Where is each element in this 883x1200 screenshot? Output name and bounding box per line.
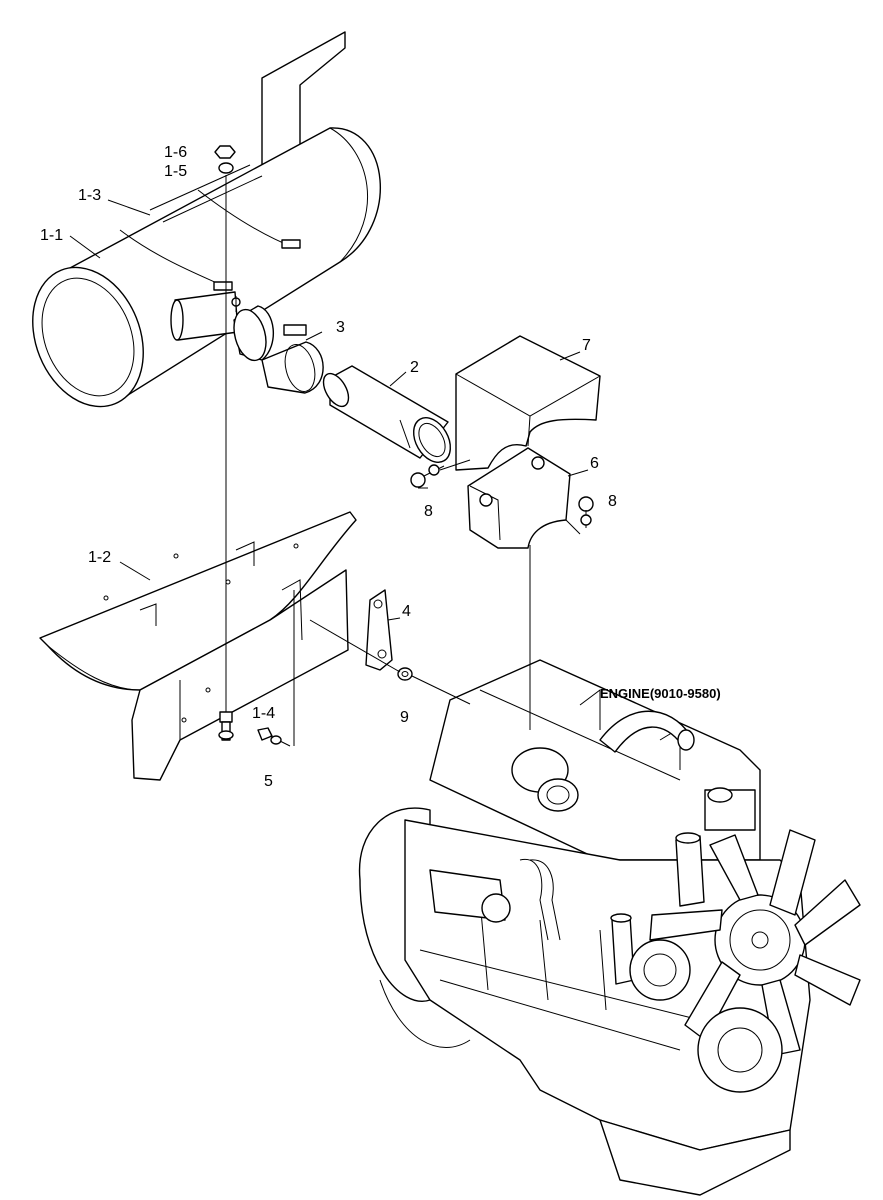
label-part-8-right: 8 <box>608 493 617 510</box>
label-part-1-2: 1-2 <box>88 549 111 566</box>
washer-part-9 <box>397 667 413 681</box>
bolt-part-1-4 <box>218 711 234 741</box>
leader-lines <box>69 175 589 746</box>
part-labels: 1-6 1-5 1-3 1-1 3 7 2 6 8 8 1-2 4 ENGINE… <box>40 144 721 790</box>
bolt-part-8-right <box>578 496 594 528</box>
label-part-1-4: 1-4 <box>252 705 275 722</box>
engine-assembly <box>358 659 861 1196</box>
washer-part-1-5 <box>218 162 234 174</box>
bolt-part-8-left <box>410 464 445 488</box>
label-part-1-3: 1-3 <box>78 187 101 204</box>
clamp-part-3 <box>231 297 324 394</box>
label-part-4: 4 <box>402 603 411 620</box>
label-part-1-1: 1-1 <box>40 227 63 244</box>
label-part-1-6: 1-6 <box>164 144 187 161</box>
label-part-7: 7 <box>582 337 591 354</box>
bracket-part-4 <box>365 589 393 671</box>
label-part-2: 2 <box>410 359 419 376</box>
label-part-8-left: 8 <box>424 503 433 520</box>
bolt-part-5 <box>257 727 291 747</box>
muffler-assembly <box>32 31 381 408</box>
label-part-5: 5 <box>264 773 273 790</box>
bracket-part-6 <box>467 447 581 549</box>
heat-shield-part-7 <box>455 335 601 471</box>
label-engine: ENGINE(9010-9580) <box>600 686 721 701</box>
pipe-part-2 <box>322 365 452 463</box>
label-part-6: 6 <box>590 455 599 472</box>
label-part-1-5: 1-5 <box>164 163 187 180</box>
label-part-3: 3 <box>336 319 345 336</box>
label-part-9: 9 <box>400 709 409 726</box>
nut-part-1-6 <box>214 145 236 159</box>
